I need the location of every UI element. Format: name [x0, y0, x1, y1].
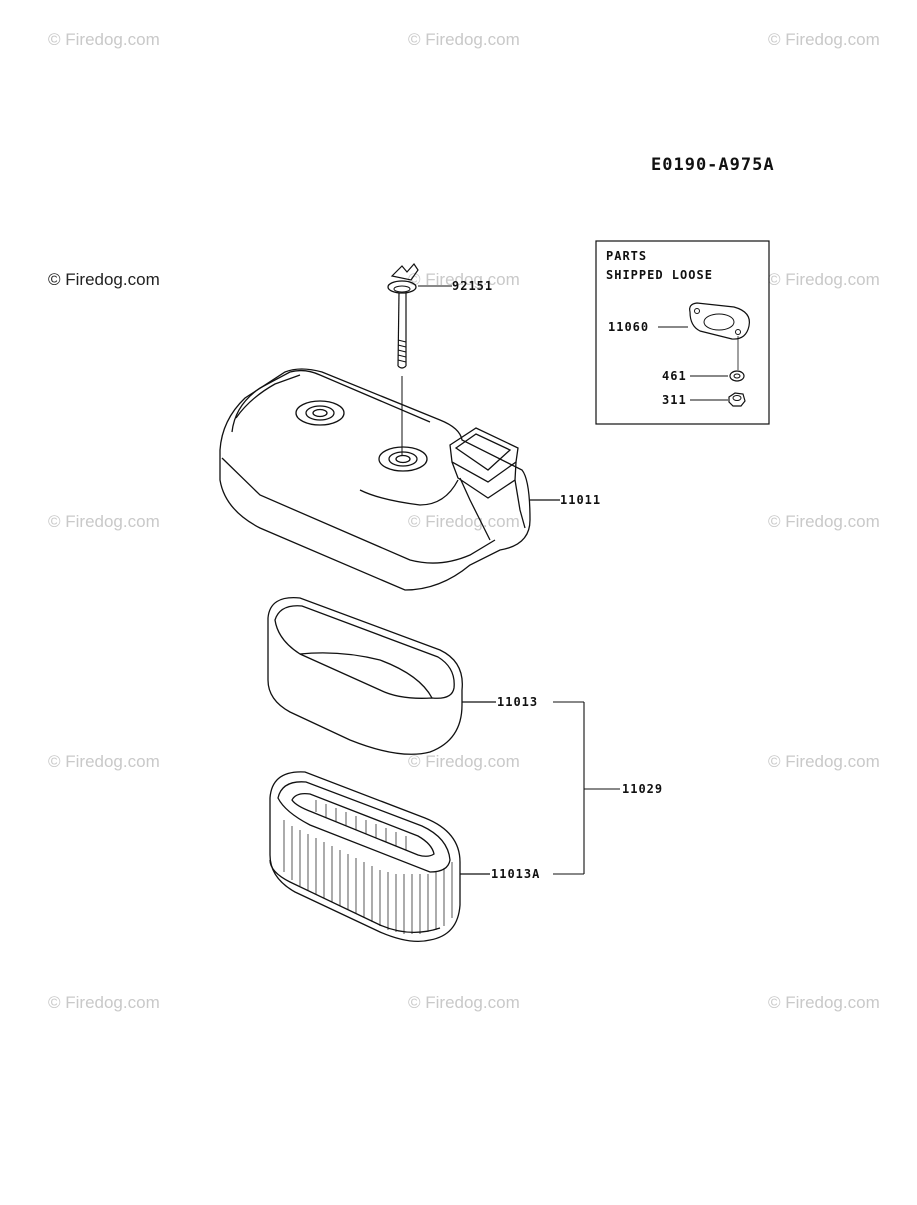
wing-bolt-92151-drawing — [387, 263, 452, 455]
watermark: © Firedog.com — [768, 752, 880, 771]
loose-parts-title-2: SHIPPED LOOSE — [606, 268, 713, 282]
callout-92151: 92151 — [452, 279, 493, 293]
callout-11029: 11029 — [622, 782, 663, 796]
air-cleaner-cover-11011-drawing — [219, 368, 560, 591]
pre-cleaner-11013-drawing — [267, 597, 496, 755]
watermark: © Firedog.com — [768, 512, 880, 531]
washer-461-drawing — [690, 370, 745, 382]
assembly-bracket-lines — [553, 701, 620, 875]
loose-parts-title-1: PARTS — [606, 249, 647, 263]
watermark: © Firedog.com — [48, 752, 160, 771]
watermark: © Firedog.com — [768, 270, 880, 289]
watermark: © Firedog.com — [48, 512, 160, 531]
callout-461: 461 — [662, 369, 687, 383]
watermark: © Firedog.com — [408, 270, 520, 289]
watermark-dark: © Firedog.com — [48, 270, 160, 289]
callout-311: 311 — [662, 393, 687, 407]
watermark-group: © Firedog.com © Firedog.com © Firedog.co… — [48, 30, 880, 1012]
callout-11060: 11060 — [608, 320, 649, 334]
watermark: © Firedog.com — [768, 993, 880, 1012]
air-filter-element-11013A-drawing — [269, 771, 490, 943]
callout-11013A: 11013A — [491, 867, 540, 881]
watermark: © Firedog.com — [408, 30, 520, 49]
callout-11013: 11013 — [497, 695, 538, 709]
watermark: © Firedog.com — [408, 512, 520, 531]
loose-parts-box: PARTS SHIPPED LOOSE 11060 461 311 — [595, 240, 770, 425]
watermark: © Firedog.com — [408, 993, 520, 1012]
nut-311-drawing — [690, 392, 746, 407]
watermark: © Firedog.com — [48, 993, 160, 1012]
watermark: © Firedog.com — [48, 30, 160, 49]
watermark: © Firedog.com — [408, 752, 520, 771]
diagram-code: E0190-A975A — [651, 155, 775, 175]
gasket-11060-drawing — [658, 302, 751, 370]
callout-11011: 11011 — [560, 493, 601, 507]
watermark: © Firedog.com — [768, 30, 880, 49]
loose-parts-frame — [595, 240, 770, 425]
